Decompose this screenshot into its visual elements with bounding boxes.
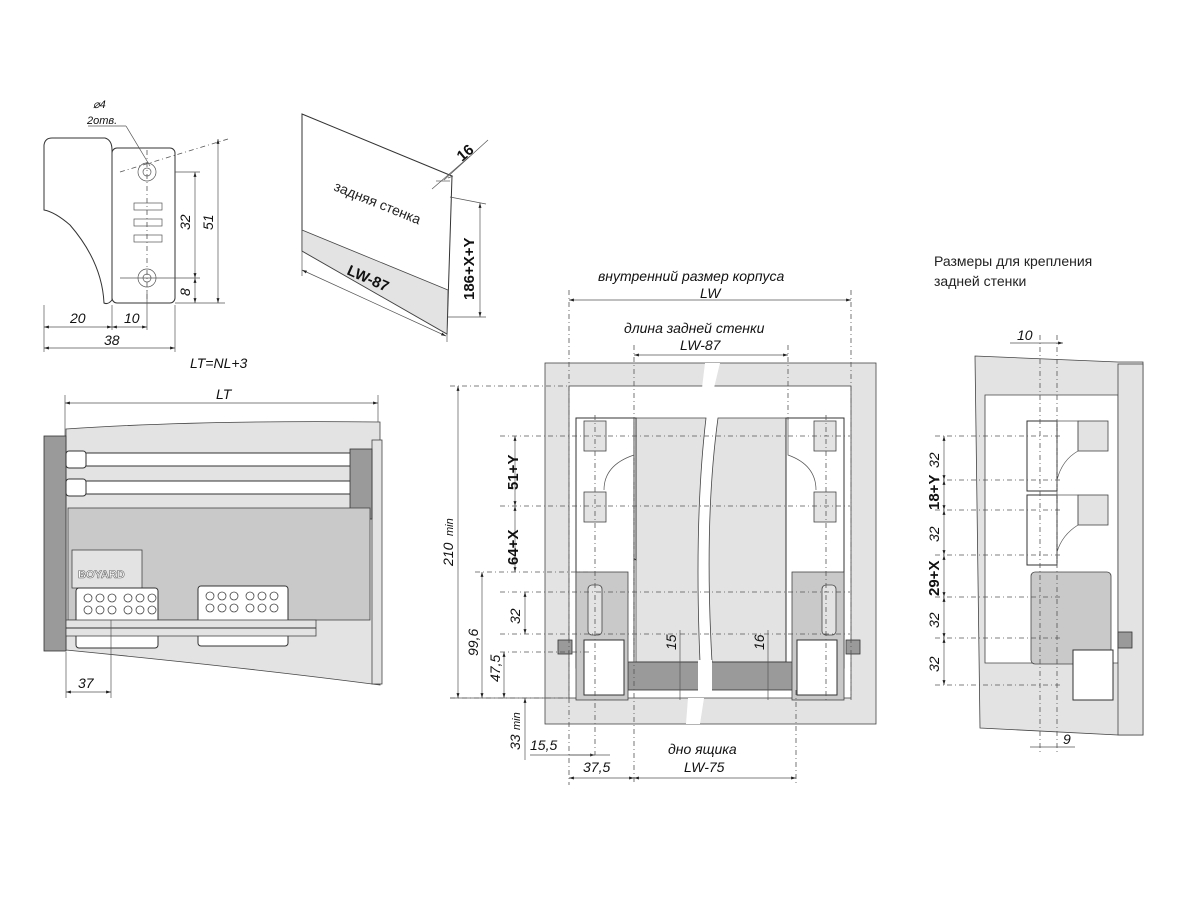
dim-20-label: 20 [69, 310, 86, 326]
dim-47-5-label: 47,5 [487, 655, 503, 682]
mount-bracket [1026, 494, 1058, 566]
bracket-plate [111, 147, 176, 304]
mount-bracket [1026, 420, 1058, 492]
back-length-title: длина задней стенки [624, 320, 765, 336]
dim-99-6-label: 99,6 [465, 629, 481, 656]
inner-size-label: LW [700, 285, 722, 301]
mount-dim-32c-label: 32 [926, 612, 942, 628]
mount-dim-10-label: 10 [1017, 327, 1033, 343]
bottom-length-label: LW-75 [684, 759, 725, 775]
back-length-label: LW-87 [680, 337, 722, 353]
mount-dim-29X-label: 29+X [926, 561, 943, 596]
mount-title-line2: задней стенки [934, 273, 1026, 289]
panel-thickness-label: 16 [454, 141, 478, 165]
offset-37-label: 37 [78, 675, 95, 691]
slot [133, 218, 163, 227]
hole-diameter-label: ⌀4 [93, 99, 106, 111]
dim-10-label: 10 [124, 310, 140, 326]
rear-cap [197, 585, 289, 647]
brand-logo: BOYARD [78, 569, 125, 581]
bracket-body [43, 137, 113, 305]
dim-8-label: 8 [177, 288, 193, 296]
dim-38-label: 38 [104, 332, 120, 348]
rear-edge [371, 439, 383, 685]
mount-dim-32b-label: 32 [926, 526, 942, 542]
dim-32-label: 32 [177, 214, 193, 230]
drawer-side-view: LT BOYARD 3 [43, 386, 383, 698]
mount-dim-32d-label: 32 [926, 656, 942, 672]
back-panel-front [708, 417, 787, 663]
mount-dim-32a-label: 32 [926, 452, 942, 468]
dim-33-label: 33 [507, 734, 523, 750]
back-panel-front [635, 417, 707, 663]
dim-51Y-label: 51+Y [505, 455, 522, 490]
roof-rail [65, 452, 367, 467]
bracket-detail: ⌀4 2отв. 32 51 8 20 10 38 LT=NL+3 [43, 99, 248, 371]
mount-dim-9-label: 9 [1063, 731, 1071, 747]
panel-height-label: 186+X+Y [461, 237, 478, 300]
back-panel-detail: задняя стенка LW-87 186+X+Y 16 [301, 113, 489, 342]
dim-51-label: 51 [200, 214, 216, 230]
slot [133, 202, 163, 211]
front-edge [43, 435, 67, 652]
brand-plate [71, 549, 143, 589]
hole-count-label: 2отв. [86, 115, 117, 127]
dim-32-front-label: 32 [507, 608, 523, 624]
formula-label: LT=NL+3 [190, 355, 248, 371]
drawer-front-view: внутренний размер корпуса LW длина задне… [440, 268, 877, 785]
dim-210-min-label: min [444, 518, 456, 536]
slot [133, 234, 163, 243]
inner-size-title: внутренний размер корпуса [598, 268, 785, 284]
mount-dim-18Y-label: 18+Y [926, 475, 943, 510]
mount-title-line1: Размеры для крепления [934, 253, 1092, 269]
dim-210-label: 210 [440, 542, 456, 567]
dim-16-label: 16 [751, 634, 767, 650]
mount-detail: Размеры для крепления задней стенки 10 9 [926, 253, 1144, 752]
dim-37-5-label: 37,5 [583, 759, 610, 775]
roof-rail [65, 480, 367, 495]
front-cap [75, 587, 159, 649]
dim-33-min-label: min [511, 712, 523, 730]
dim-64X-label: 64+X [505, 530, 522, 565]
dim-15-label: 15 [663, 634, 679, 650]
mount-runner [1030, 571, 1112, 665]
dim-15-5-label: 15,5 [530, 737, 557, 753]
bottom-title: дно ящика [668, 741, 737, 757]
length-lt-label: LT [216, 386, 233, 402]
